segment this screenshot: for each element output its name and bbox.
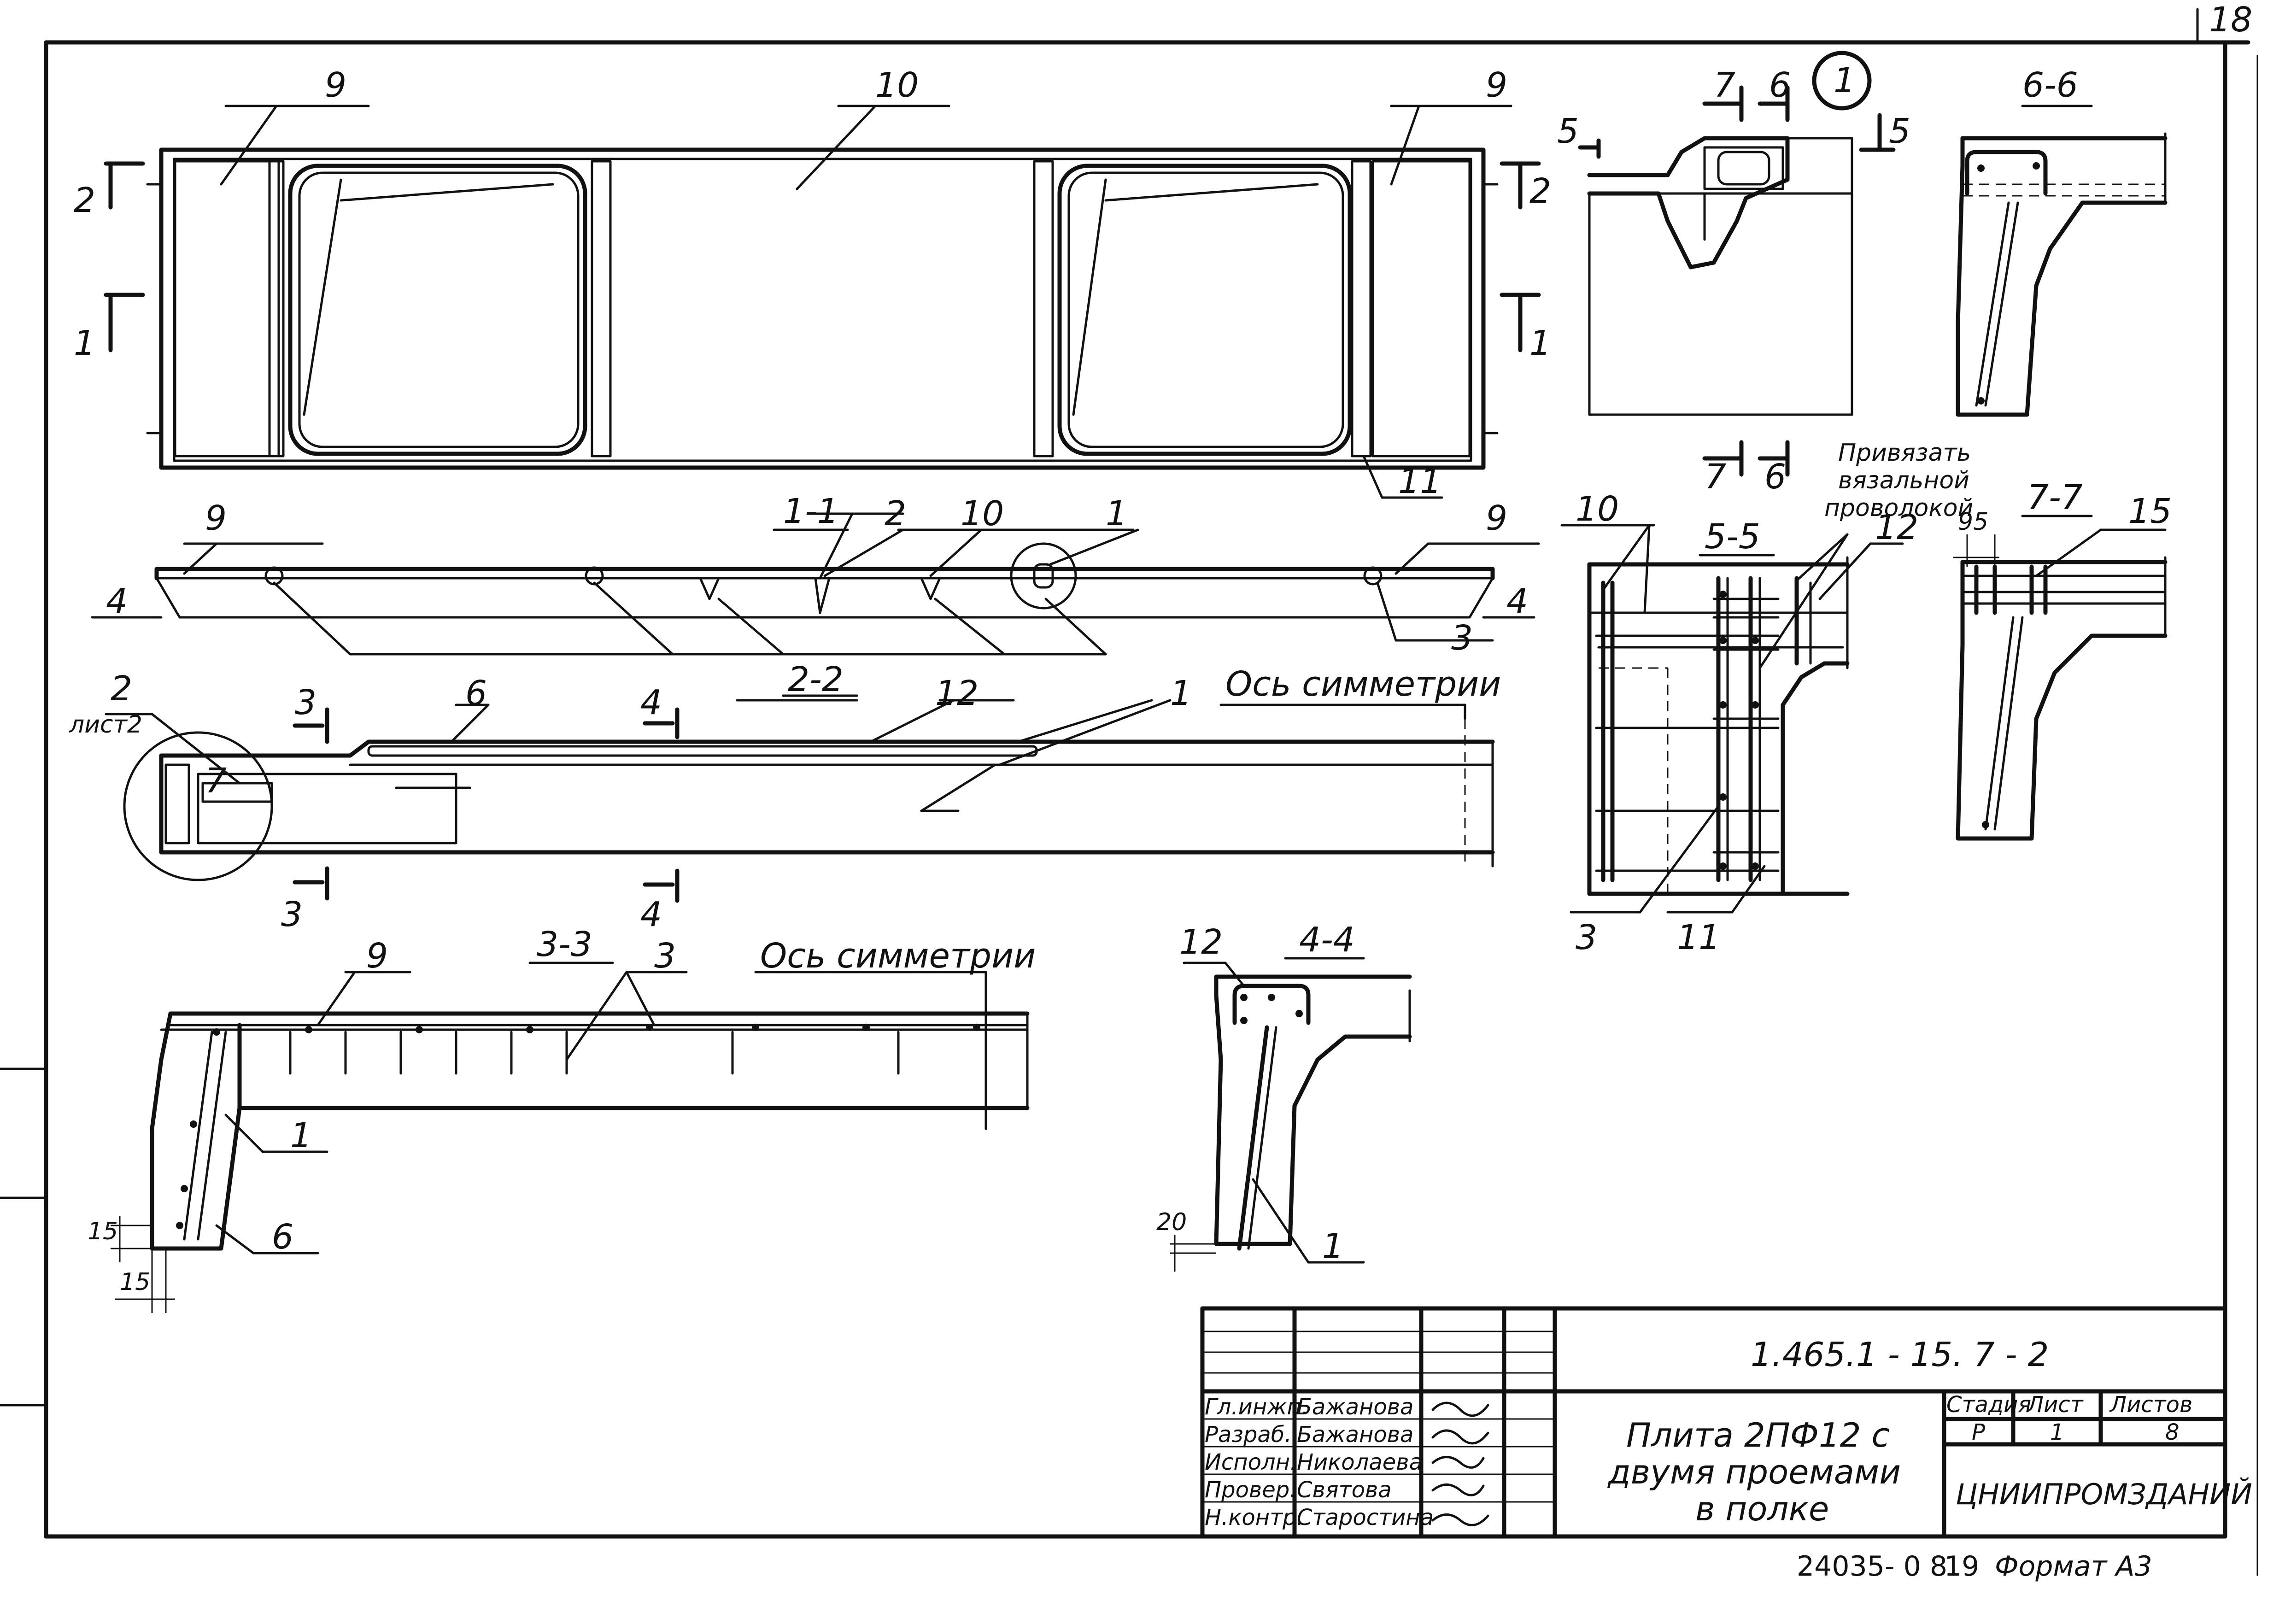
plan-cut-marks	[104, 161, 1541, 352]
cut-mark-2-right: 2	[1529, 171, 1551, 211]
callout-ref-sheet: лист2	[69, 711, 142, 739]
title-line-1: Плита 2ПФ12 с	[1626, 1416, 1890, 1454]
sheets-value: 8	[2165, 1419, 2180, 1445]
cut-mark-4-top: 4	[640, 683, 662, 722]
sheet-number: 18	[2209, 0, 2252, 40]
section-1-1: 1-1	[91, 492, 1540, 697]
section-7-7	[1953, 515, 2168, 841]
stage-label: Стадия	[1946, 1392, 2031, 1418]
organization: ЦНИИПРОМЗДАНИЙ	[1956, 1477, 2252, 1511]
rib-pos-1: 1	[1170, 674, 1192, 713]
sheets-label: Листов	[2109, 1392, 2192, 1418]
note-tie-line-2: вязальной	[1838, 467, 1969, 494]
s44-pos-1: 1	[1322, 1226, 1344, 1266]
stage-value: Р	[1972, 1419, 1985, 1445]
cut-mark-5-right: 5	[1889, 111, 1910, 151]
section-7-7-title: 7-7	[2027, 478, 2083, 517]
section-5-5	[1560, 524, 1904, 914]
title-line-3: в полке	[1695, 1489, 1829, 1528]
s11-pos-10: 10	[961, 494, 1004, 534]
paper-format: Формат А3	[1995, 1550, 2152, 1583]
s11-pos-4-left: 4	[106, 581, 128, 621]
cut-mark-1-right: 1	[1529, 323, 1551, 363]
s55-pos-12: 12	[1875, 508, 1918, 547]
role-checker: Провер.	[1205, 1477, 1296, 1503]
rib-pos-12: 12	[935, 674, 979, 713]
s11-pos-1: 1	[1106, 494, 1127, 534]
section-1-1-title: 1-1	[783, 492, 839, 531]
title-line-2: двумя проемами	[1607, 1453, 1901, 1491]
s55-pos-11: 11	[1677, 918, 1720, 957]
s33-pos-1: 1	[290, 1116, 312, 1155]
role-developer: Разраб.	[1205, 1422, 1292, 1448]
section-3-3-title: 3-3	[537, 925, 592, 964]
plan-view	[146, 105, 1512, 499]
cut-mark-6-top: 6	[1769, 65, 1791, 105]
cut-mark-3-bottom: 3	[281, 895, 303, 934]
section-2-2-title: 2-2	[788, 660, 844, 699]
callout-ref-number: 2	[111, 669, 132, 709]
cut-mark-7-top: 7	[1714, 65, 1735, 105]
section-4-4-title: 4-4	[1299, 920, 1355, 960]
cut-mark-2-left: 2	[74, 181, 95, 220]
s77-pos-15: 15	[2128, 492, 2172, 531]
rib-axis-symmetry: Ось симметрии	[1225, 664, 1501, 704]
plan-pos-10: 10	[875, 65, 919, 105]
cut-mark-1-left: 1	[74, 323, 95, 363]
name-chief-engineer: Бажанова	[1297, 1394, 1413, 1420]
role-norm-control: Н.контр.	[1205, 1505, 1304, 1530]
plan-pos-9-right: 9	[1486, 65, 1507, 105]
section-4-4	[1170, 957, 1412, 1272]
cut-mark-5-left: 5	[1557, 111, 1579, 151]
s55-pos-10: 10	[1576, 489, 1619, 529]
detail-view-number: 1	[1834, 61, 1855, 100]
title-block	[1200, 1306, 2227, 1539]
section-3-3	[111, 962, 1030, 1313]
archive-number: 24035- 0 8	[1797, 1550, 1947, 1583]
rib-pos-6: 6	[465, 674, 487, 713]
dim-15-vertical: 15	[88, 1218, 118, 1245]
section-6-6-title: 6-6	[2022, 65, 2078, 105]
dim-95: 95	[1958, 508, 1988, 536]
plan-pos-11: 11	[1398, 462, 1441, 501]
s33-pos-3: 3	[654, 936, 676, 976]
s11-pos-9-left: 9	[205, 498, 227, 538]
s44-pos-12: 12	[1179, 922, 1223, 962]
section-6-6	[1956, 105, 2168, 417]
name-checker: Святова	[1297, 1477, 1392, 1503]
cut-mark-3-top: 3	[295, 683, 316, 722]
sheet-label: Лист	[2026, 1392, 2084, 1418]
dim-20: 20	[1156, 1208, 1187, 1236]
page-number: 19	[1944, 1550, 1979, 1583]
s11-pos-9-right: 9	[1486, 498, 1507, 538]
name-developer: Бажанова	[1297, 1422, 1413, 1448]
s11-pos-2: 2	[885, 494, 906, 534]
name-executor: Николаева	[1297, 1449, 1423, 1475]
note-tie-line-3: проволокой	[1824, 494, 1973, 522]
sheet-value: 1	[2050, 1419, 2064, 1445]
plan-pos-9-left: 9	[325, 65, 346, 105]
cut-mark-7-bottom: 7	[1705, 457, 1726, 497]
detail-1	[1578, 51, 1896, 477]
s33-axis-symmetry: Ось симметрии	[760, 936, 1036, 976]
s55-pos-3: 3	[1576, 918, 1597, 957]
sheet-frame	[0, 8, 2258, 1576]
cut-mark-4-bottom: 4	[640, 895, 662, 934]
s33-pos-9: 9	[366, 936, 388, 976]
role-chief-engineer: Гл.инжп.	[1205, 1394, 1308, 1420]
s33-pos-6: 6	[272, 1217, 293, 1257]
note-tie-line-1: Привязать	[1838, 439, 1971, 467]
s11-pos-4-right: 4	[1506, 581, 1528, 621]
rib-pos-7: 7	[205, 761, 227, 801]
name-norm-control: Старостина	[1297, 1505, 1434, 1530]
rib-elevation	[105, 699, 1495, 903]
role-executor: Исполн.	[1205, 1449, 1297, 1475]
section-5-5-title: 5-5	[1705, 517, 1760, 557]
dim-15-horizontal: 15	[120, 1268, 150, 1296]
cut-mark-6-bottom: 6	[1764, 457, 1786, 497]
s11-pos-3: 3	[1451, 618, 1473, 658]
doc-code: 1.465.1 - 15. 7 - 2	[1751, 1335, 2049, 1374]
